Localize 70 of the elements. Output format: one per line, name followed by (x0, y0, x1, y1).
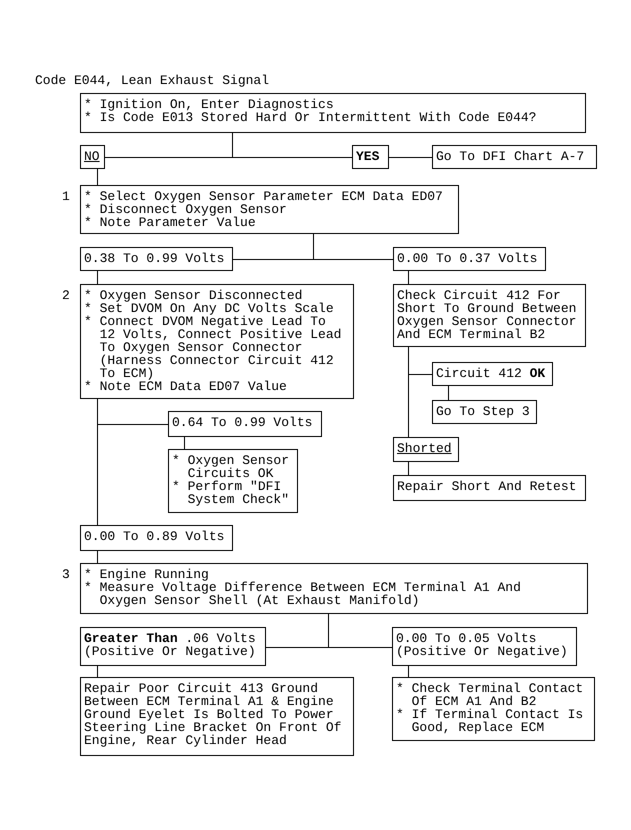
instruction-text: Go To DFI Chart A-7 (436, 150, 586, 163)
flowchart-box (80, 563, 588, 614)
step-number: 1 (62, 190, 70, 203)
instruction-text: * Note ECM Data ED07 Value (84, 380, 288, 393)
instruction-text: * Check Terminal Contact Of ECM A1 And B2 (396, 682, 584, 708)
instruction-text: 0.00 To 0.37 Volts (397, 252, 538, 265)
flowchart-box (352, 145, 389, 169)
instruction-text: * Ignition On, Enter Diagnostics (84, 98, 334, 111)
instruction-text: Shorted (397, 442, 453, 455)
flowchart-box (393, 475, 586, 501)
flowchart-box (80, 627, 266, 666)
instruction-text: * Disconnect Oxygen Sensor (84, 203, 288, 216)
connector-line (448, 386, 449, 400)
connector-line (97, 666, 98, 678)
connector-line (408, 346, 409, 438)
instruction-text: * Measure Voltage Difference Between ECM Terminal A1 And Oxygen Sensor Shell (At Exhaust Manifold) (84, 581, 522, 607)
instruction-text: * Is Code E013 Stored Hard Or Intermittent With Code E044? (84, 111, 538, 124)
flowchart-box (393, 284, 586, 347)
flowchart-box (432, 400, 537, 424)
connector-line (184, 436, 185, 450)
instruction-text: * Engine Running (84, 568, 209, 581)
connector-line (97, 398, 98, 526)
step-number: 3 (62, 568, 70, 581)
instruction-text: NO (84, 150, 101, 163)
instruction-text: 0.00 To 0.89 Volts (84, 530, 226, 543)
connector-line (408, 462, 409, 476)
instruction-text: 0.38 To 0.99 Volts (84, 252, 226, 265)
flowchart-box (393, 437, 459, 462)
connector-line (313, 234, 394, 260)
flowchart-box (168, 411, 322, 437)
connector-line (97, 168, 98, 186)
flowchart-box (168, 449, 298, 513)
instruction-text: Repair Poor Circuit 413 Ground Between ECM Terminal A1 & Engine Ground Eyelet Is Bolted To Power Steering Line Bracket On Front Of Engine, Rear Cylinder Head (84, 682, 342, 747)
connector-line (388, 157, 432, 158)
instruction-text: * Note Parameter Value (84, 216, 257, 229)
instruction-text: * Set DVOM On Any DC Volts Scale (84, 302, 335, 315)
flowchart-box (392, 677, 595, 741)
instruction-text: YES (356, 150, 380, 163)
connector-line (408, 270, 409, 284)
flowchart-box (432, 145, 597, 169)
instruction-text: Check Circuit 412 For Short To Ground Between Oxygen Sensor Connector And ECM Terminal B2 (397, 289, 578, 341)
instruction-text: * Select Oxygen Sensor Parameter ECM Data ED07 (84, 190, 444, 203)
connector-line (97, 550, 98, 564)
instruction-text: Go To Step 3 (436, 405, 531, 418)
instruction-text: Greater Than .06 Volts (Positive Or Negative) (84, 632, 257, 658)
instruction-text: * If Terminal Contact Is Good, Replace ECM (396, 708, 584, 734)
connector-line (232, 132, 352, 158)
connector-line (97, 270, 98, 284)
instruction-text: * Perform "DFI System Check" (172, 480, 290, 506)
flowchart-box (80, 677, 354, 756)
instruction-text: 0.64 To 0.99 Volts (172, 416, 314, 429)
flowchart-box (80, 247, 233, 271)
flowchart-box (432, 362, 553, 386)
chart-title: Code E044, Lean Exhaust Signal (35, 74, 270, 87)
instruction-text: Circuit 412 OK (436, 367, 546, 380)
instruction-text: * Oxygen Sensor Circuits OK (172, 454, 290, 480)
instruction-text: 0.00 To 0.05 Volts (Positive Or Negative) (396, 632, 569, 658)
flowchart-box (392, 627, 577, 666)
flowchart-box (80, 185, 459, 234)
connector-line (328, 614, 392, 648)
flowchart-box (80, 284, 354, 399)
instruction-text: * Oxygen Sensor Disconnected (84, 289, 302, 302)
flowchart-box (80, 93, 586, 133)
flowchart-box (80, 145, 105, 169)
flowchart-box (80, 525, 233, 551)
connector-line (408, 666, 409, 678)
instruction-text: * Connect DVOM Negative Lead To 12 Volts, Connect Positive Lead To Oxygen Sensor Connector (Harness Connector Circuit 412 To ECM) (84, 315, 342, 380)
instruction-text: Repair Short And Retest (397, 480, 578, 493)
flowchart-box (393, 247, 546, 271)
step-number: 2 (62, 289, 70, 302)
